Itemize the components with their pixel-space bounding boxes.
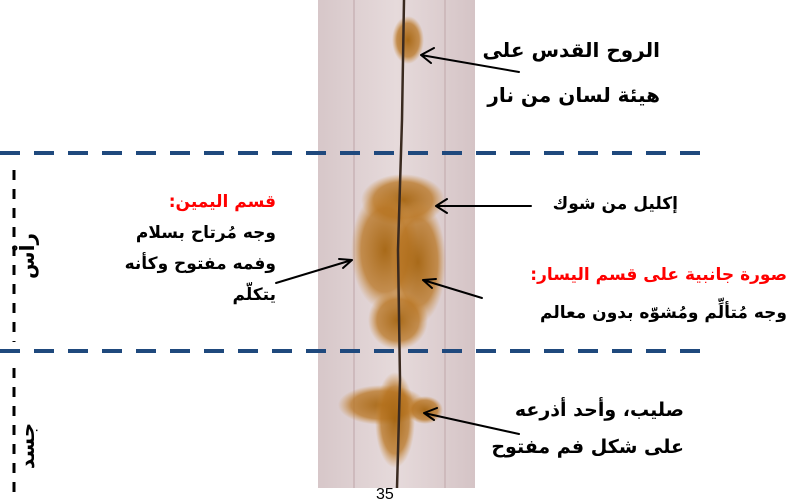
stain-cross-arm-right [407, 396, 443, 424]
page-number: 35 [376, 486, 394, 504]
label-left-section: صورة جانبية على قسم اليسار: وجه مُتألِّم… [471, 256, 787, 332]
label-holy-spirit: الروح القدس على هيئة لسان من نار [524, 28, 660, 118]
stain-tongue [392, 16, 424, 64]
side-label-body: جسد [15, 411, 39, 481]
label-cross: صليب، وأحد أذرعه على شكل فم مفتوح [524, 392, 684, 466]
side-label-head: راْس [15, 221, 39, 291]
stain-cross-body [375, 372, 415, 468]
label-crown: إكليل من شوك [540, 189, 678, 220]
label-right-section: قسم اليمين: وجه مُرتاح بسلام وفمه مفتوح … [80, 187, 276, 311]
